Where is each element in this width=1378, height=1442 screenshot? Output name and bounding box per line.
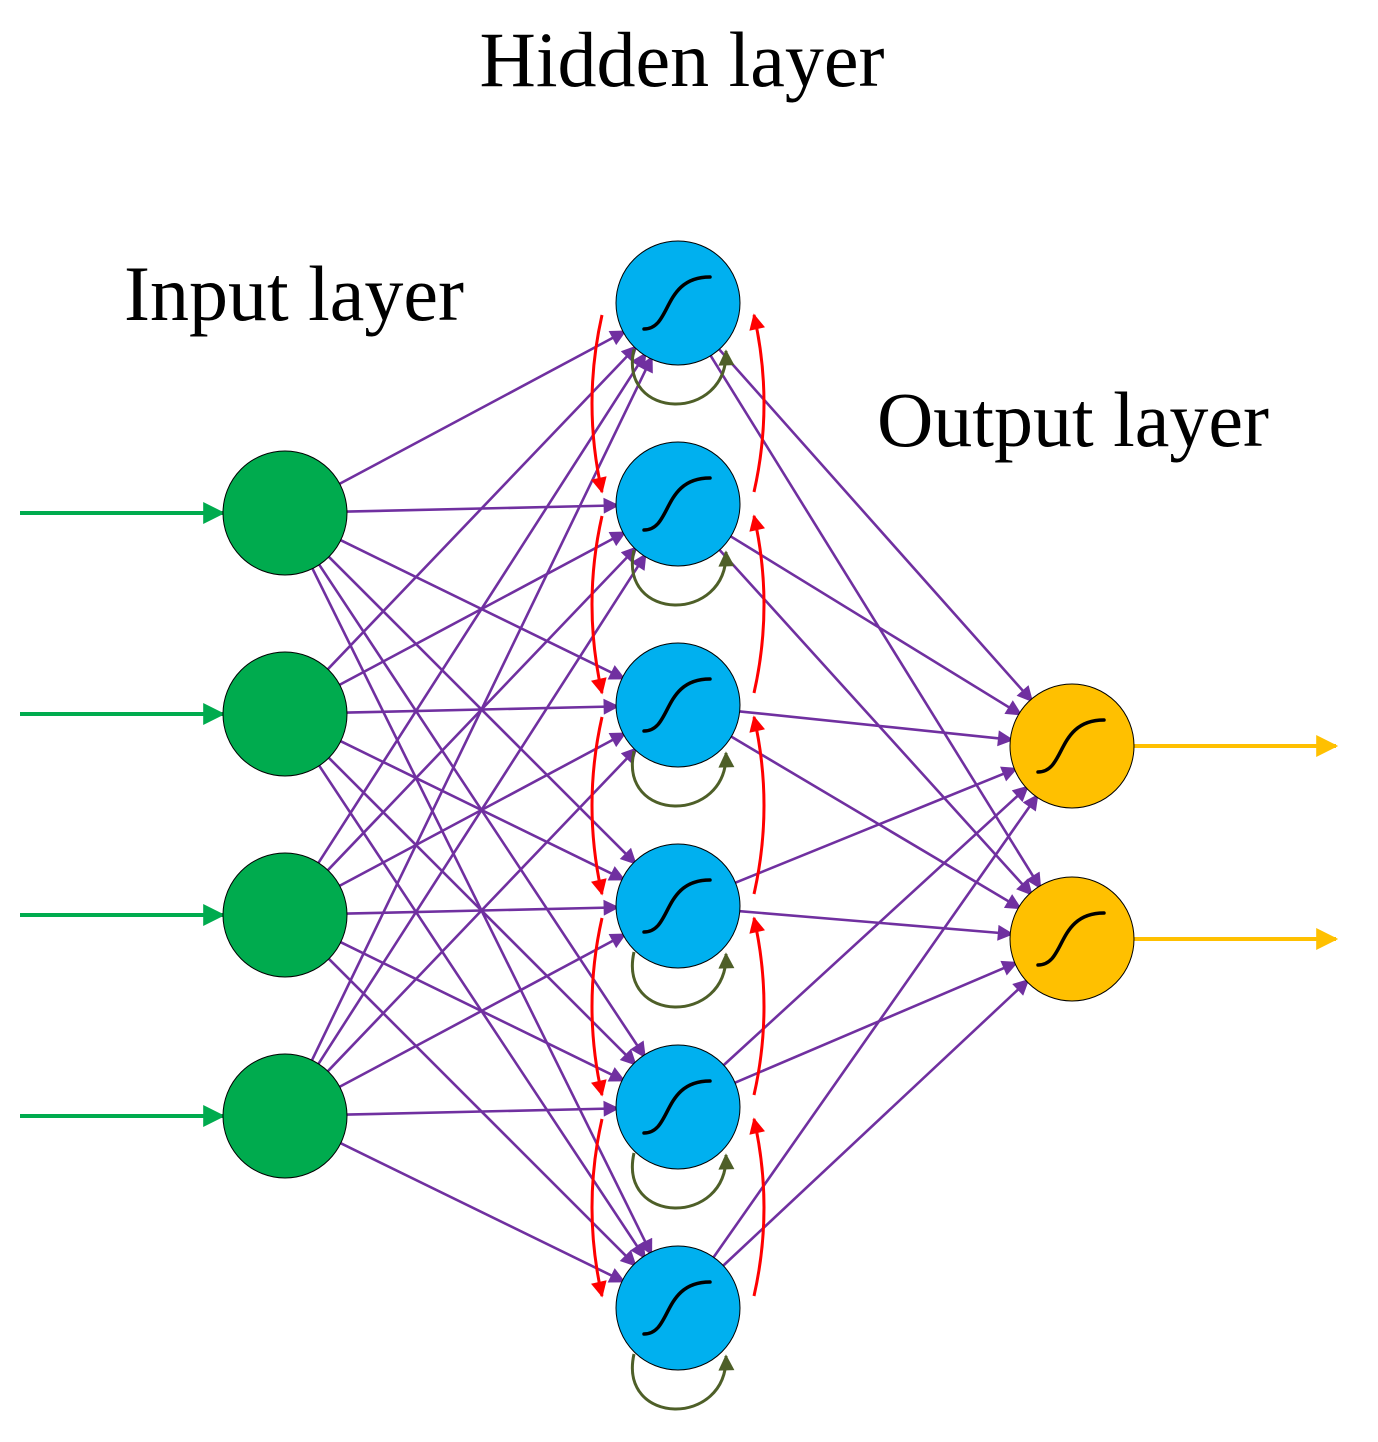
output-node-2 (1009, 876, 1135, 1002)
self-loops (630, 348, 735, 1411)
self-loop-hidden-5 (630, 1152, 735, 1210)
forward-connections (310, 330, 1042, 1283)
self-loop-hidden-2 (630, 549, 735, 607)
lateral-connection-down-4 (590, 917, 607, 1097)
hidden-layer-label: Hidden layer (479, 16, 884, 103)
connection-hidden-5-output-1 (722, 785, 1029, 1067)
connection-hidden-3-output-1 (739, 710, 1014, 747)
connection-hidden-2-output-2 (718, 549, 1033, 896)
lateral-connection-down-1 (590, 314, 607, 494)
nodes (222, 240, 1135, 1371)
sigmoid-curve-icon (642, 476, 712, 532)
hidden-node-1 (615, 240, 741, 366)
connection-hidden-2-output-1 (730, 535, 1023, 716)
connection-hidden-6-output-2 (722, 978, 1030, 1267)
self-loop-hidden-4 (630, 951, 735, 1009)
connection-hidden-4-output-1 (734, 766, 1018, 884)
hidden-node-5 (615, 1044, 741, 1170)
sigmoid-curve-icon (642, 1280, 712, 1336)
input-arrows (20, 502, 226, 1127)
lateral-connection-up-3 (749, 715, 766, 895)
input-node-3 (222, 852, 348, 978)
connection-input-4-hidden-1 (310, 355, 654, 1061)
connection-hidden-1-output-1 (718, 348, 1034, 703)
connection-input-4-hidden-2 (317, 553, 647, 1065)
input-node-2 (222, 651, 348, 777)
output-layer-label: Output layer (877, 376, 1269, 463)
hidden-node-2 (615, 441, 741, 567)
hidden-node-6 (615, 1245, 741, 1371)
connection-input-4-hidden-4 (339, 933, 627, 1088)
sigmoid-curve-icon (642, 275, 712, 331)
input-node-4 (222, 1053, 348, 1179)
connection-hidden-5-output-2 (734, 960, 1019, 1084)
self-loop-hidden-3 (630, 750, 735, 808)
sigmoid-curve-icon (642, 1079, 712, 1135)
connection-input-4-hidden-5 (346, 1100, 620, 1117)
sigmoid-curve-icon (642, 878, 712, 934)
connection-hidden-3-output-2 (730, 735, 1022, 910)
sigmoid-curve-icon (642, 677, 712, 733)
output-arrows (1134, 735, 1339, 950)
lateral-connection-down-2 (590, 515, 607, 695)
hidden-node-4 (615, 843, 741, 969)
sigmoid-curve-icon (1036, 911, 1106, 967)
connection-hidden-1-output-2 (709, 355, 1042, 890)
output-node-1 (1009, 683, 1135, 809)
connection-hidden-4-output-2 (739, 909, 1014, 941)
lateral-connections (590, 313, 766, 1298)
lateral-connection-up-5 (749, 1117, 766, 1297)
sigmoid-curve-icon (1036, 718, 1106, 774)
hidden-node-3 (615, 642, 741, 768)
lateral-connection-down-5 (590, 1118, 607, 1298)
input-node-1 (222, 450, 348, 576)
lateral-connection-down-3 (590, 716, 607, 896)
self-loop-hidden-6 (630, 1353, 735, 1411)
connection-input-3-hidden-1 (317, 352, 647, 864)
connection-input-2-hidden-1 (326, 345, 638, 671)
connection-input-4-hidden-6 (340, 1142, 626, 1283)
input-layer-label: Input layer (124, 250, 464, 337)
lateral-connection-up-2 (749, 514, 766, 694)
connection-input-1-hidden-1 (339, 330, 627, 485)
connection-input-4-hidden-3 (326, 747, 638, 1073)
lateral-connection-up-1 (749, 313, 766, 493)
self-loop-hidden-1 (630, 348, 735, 406)
lateral-connection-up-4 (749, 916, 766, 1096)
connection-hidden-6-output-1 (712, 793, 1039, 1258)
